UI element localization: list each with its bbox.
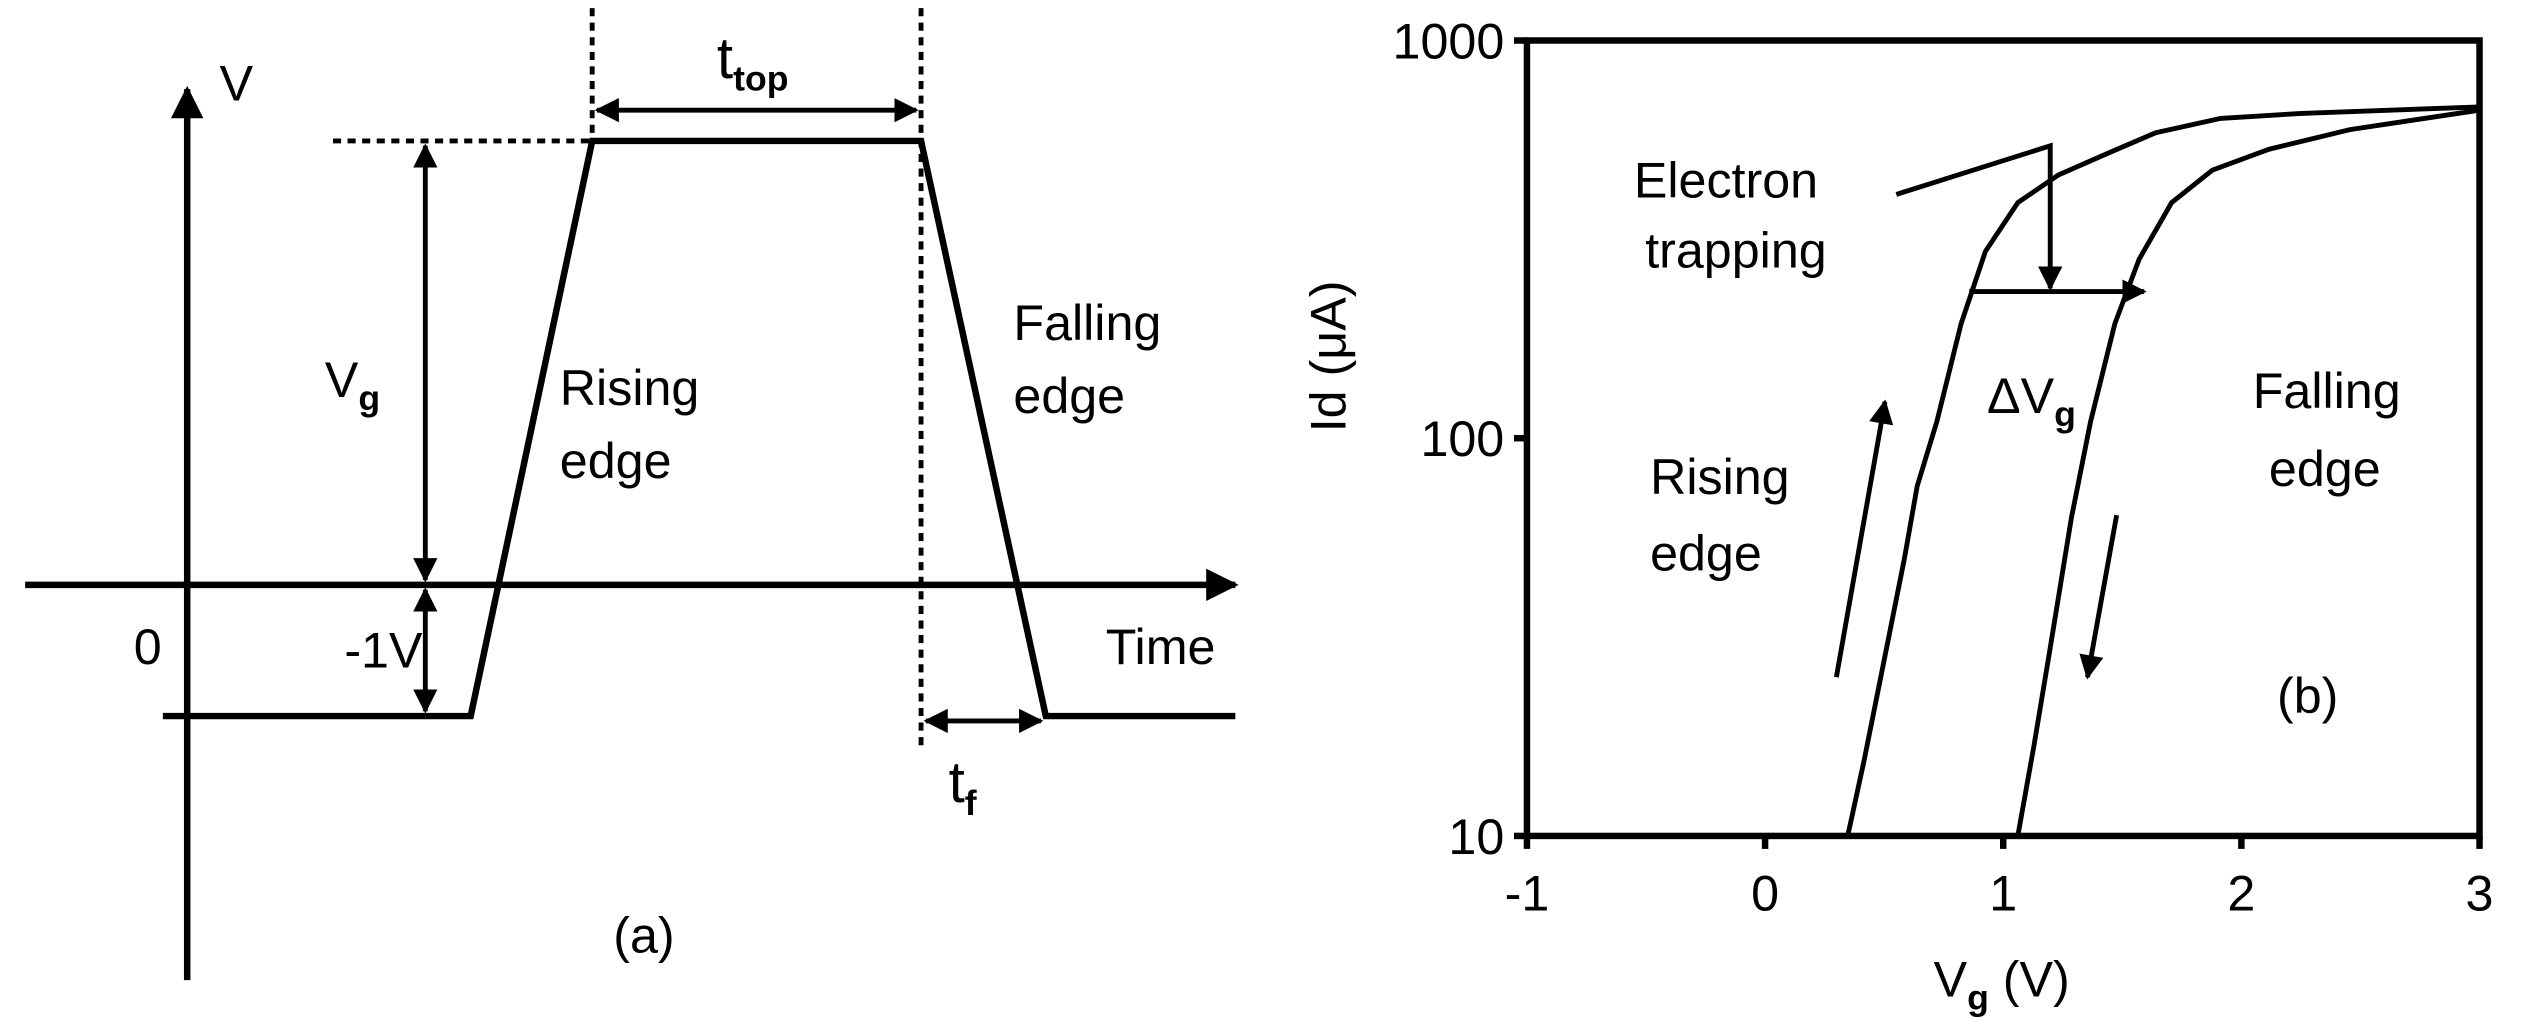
electron-label-1: Electron	[1634, 153, 1818, 209]
y-axis-label: Id (μA)	[1301, 281, 1357, 433]
tf-label: tf	[949, 750, 977, 823]
panel-a-pulse-diagram: V Time 0 ttop Vg -1V tf Rising edge Fall…	[25, 8, 1239, 981]
rising-edge-label-2: edge	[560, 433, 672, 489]
falling-edge-curve	[2015, 107, 2480, 837]
rising-edge-annotation-1: Rising	[1650, 449, 1790, 505]
rising-direction-arrow	[1833, 399, 1894, 678]
pulse-waveform	[162, 137, 1236, 720]
vg-label: Vg	[325, 352, 380, 418]
rising-edge-annotation-2: edge	[1650, 525, 1762, 581]
x-tick-label: 3	[2466, 865, 2494, 921]
origin-label: 0	[134, 619, 162, 675]
falling-edge-label-1: Falling	[1013, 295, 1161, 351]
x-tick-label: 2	[2227, 865, 2255, 921]
falling-edge-annotation-2: edge	[2269, 441, 2381, 497]
y-tick-label: 1000	[1393, 13, 1505, 69]
y-tick-label: 10	[1448, 809, 1504, 865]
x-tick-label: 0	[1751, 865, 1779, 921]
electron-label-2: trapping	[1645, 222, 1826, 278]
electron-trapping-pointer	[1895, 142, 2063, 291]
neg-bias-label: -1V	[344, 622, 423, 678]
delta-vg-label: ΔVg	[1987, 368, 2076, 434]
y-tick-label: 100	[1420, 411, 1504, 467]
falling-direction-arrow	[2079, 514, 2120, 680]
x-tick-label: -1	[1505, 865, 1550, 921]
rising-edge-label-1: Rising	[560, 360, 700, 416]
rising-edge-curve	[1845, 104, 2480, 837]
voltage-axis-label: V	[220, 55, 254, 111]
falling-edge-annotation-1: Falling	[2253, 363, 2401, 419]
time-axis-label: Time	[1106, 619, 1216, 675]
panel-a-label: (a)	[613, 908, 674, 964]
panel-b-label: (b)	[2277, 668, 2338, 724]
falling-edge-label-2: edge	[1013, 368, 1125, 424]
x-tick-label: 1	[1989, 865, 2017, 921]
x-axis-label: Vg (V)	[1934, 951, 2070, 1017]
ttop-label: ttop	[717, 26, 789, 99]
